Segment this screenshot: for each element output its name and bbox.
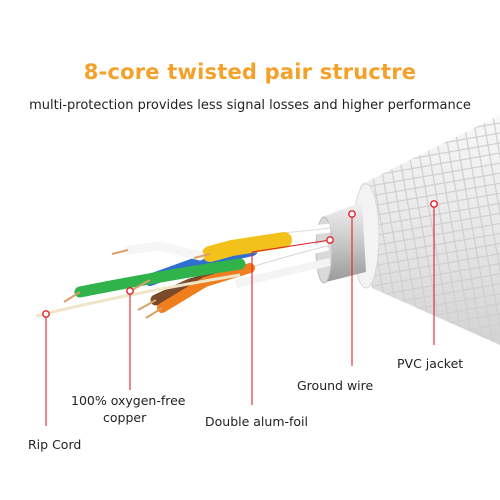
rip-cord-marker xyxy=(42,310,50,318)
alum-foil-marker xyxy=(326,236,334,244)
pvc-jacket-shape xyxy=(352,115,500,345)
pvc-jacket-label: PVC jacket xyxy=(397,356,464,371)
twisted-pairs xyxy=(35,223,331,319)
rip-cord-label: Rip Cord xyxy=(28,437,82,452)
ground-wire-marker xyxy=(348,210,356,218)
ground-wire-label: Ground wire xyxy=(297,378,374,393)
diagram-title: 8-core twisted pair structre xyxy=(83,60,417,84)
callout-lines xyxy=(45,206,435,426)
callout-dots xyxy=(42,200,438,318)
diagram-subtitle: multi-protection provides less signal lo… xyxy=(29,98,471,113)
copper-label-line2: copper xyxy=(103,410,147,425)
pvc-jacket-marker xyxy=(430,200,438,208)
double-alum-foil-label: Double alum-foil xyxy=(205,414,309,429)
copper-label-line1: 100% oxygen-free xyxy=(71,393,186,408)
copper-marker xyxy=(126,287,134,295)
